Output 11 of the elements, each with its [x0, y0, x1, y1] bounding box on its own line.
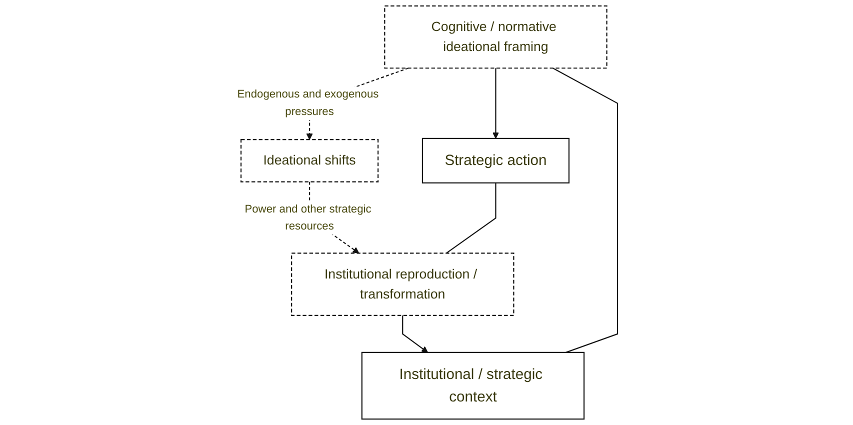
node-box: Ideational shifts — [240, 139, 379, 182]
edge-label: Power and other strategic resources — [244, 202, 372, 232]
edge-label: Endogenous and exogenous pressures — [237, 88, 379, 118]
node-box: Institutional reproduction / transformation — [291, 252, 514, 316]
node-box: Cognitive / normative ideational framing — [384, 5, 608, 69]
node-box: Strategic action — [422, 138, 570, 184]
arrow — [492, 68, 499, 139]
arrow — [402, 315, 428, 353]
node-box: Institutional / strategic context — [361, 352, 585, 420]
connector — [446, 182, 496, 254]
connector — [552, 68, 618, 353]
